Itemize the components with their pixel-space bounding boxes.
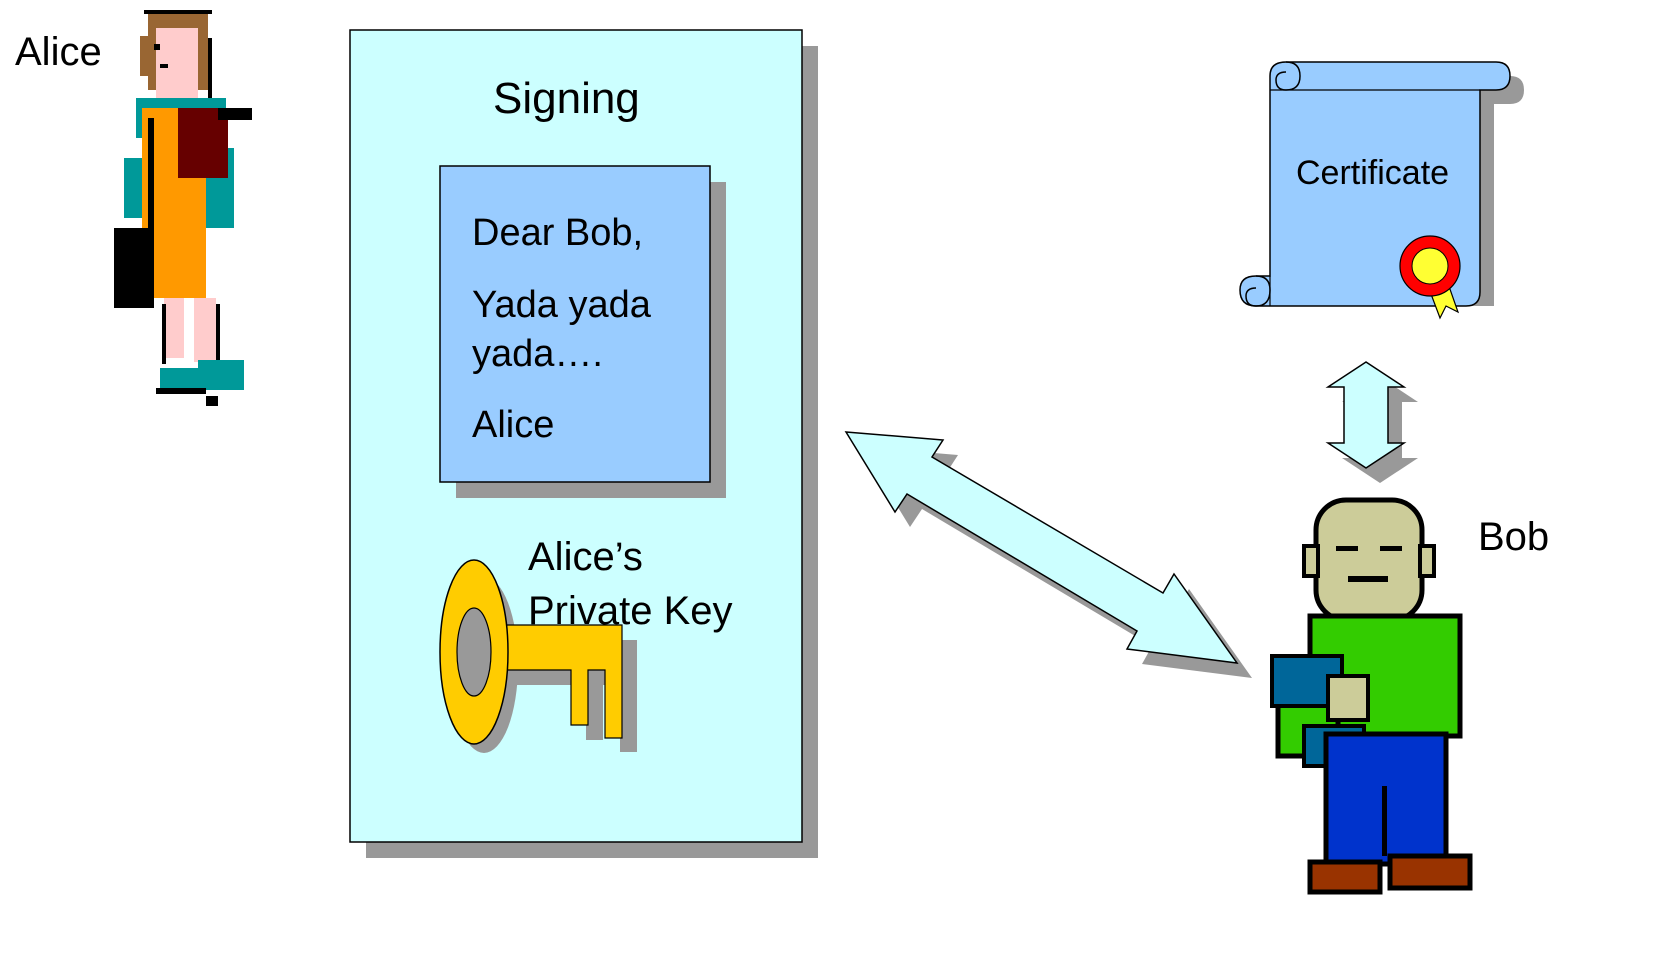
bob-label: Bob (1478, 515, 1550, 559)
certificate-label: Certificate (1296, 154, 1450, 192)
double-arrow-icon (844, 431, 1252, 678)
key-icon (439, 559, 637, 753)
letter-body: Yada yada yada…. (472, 284, 651, 375)
letter-signature: Alice (472, 404, 555, 446)
letter-box (439, 165, 726, 498)
seal-icon (1399, 235, 1461, 320)
signing-title: Signing (493, 74, 640, 123)
bob-figure-icon (1270, 497, 1473, 895)
vertical-arrow-icon (1325, 361, 1418, 483)
private-key-caption: Alice’s Private Key (528, 535, 733, 633)
letter-greeting: Dear Bob, (472, 212, 644, 254)
alice-figure-icon (114, 10, 252, 406)
alice-label: Alice (15, 30, 102, 74)
